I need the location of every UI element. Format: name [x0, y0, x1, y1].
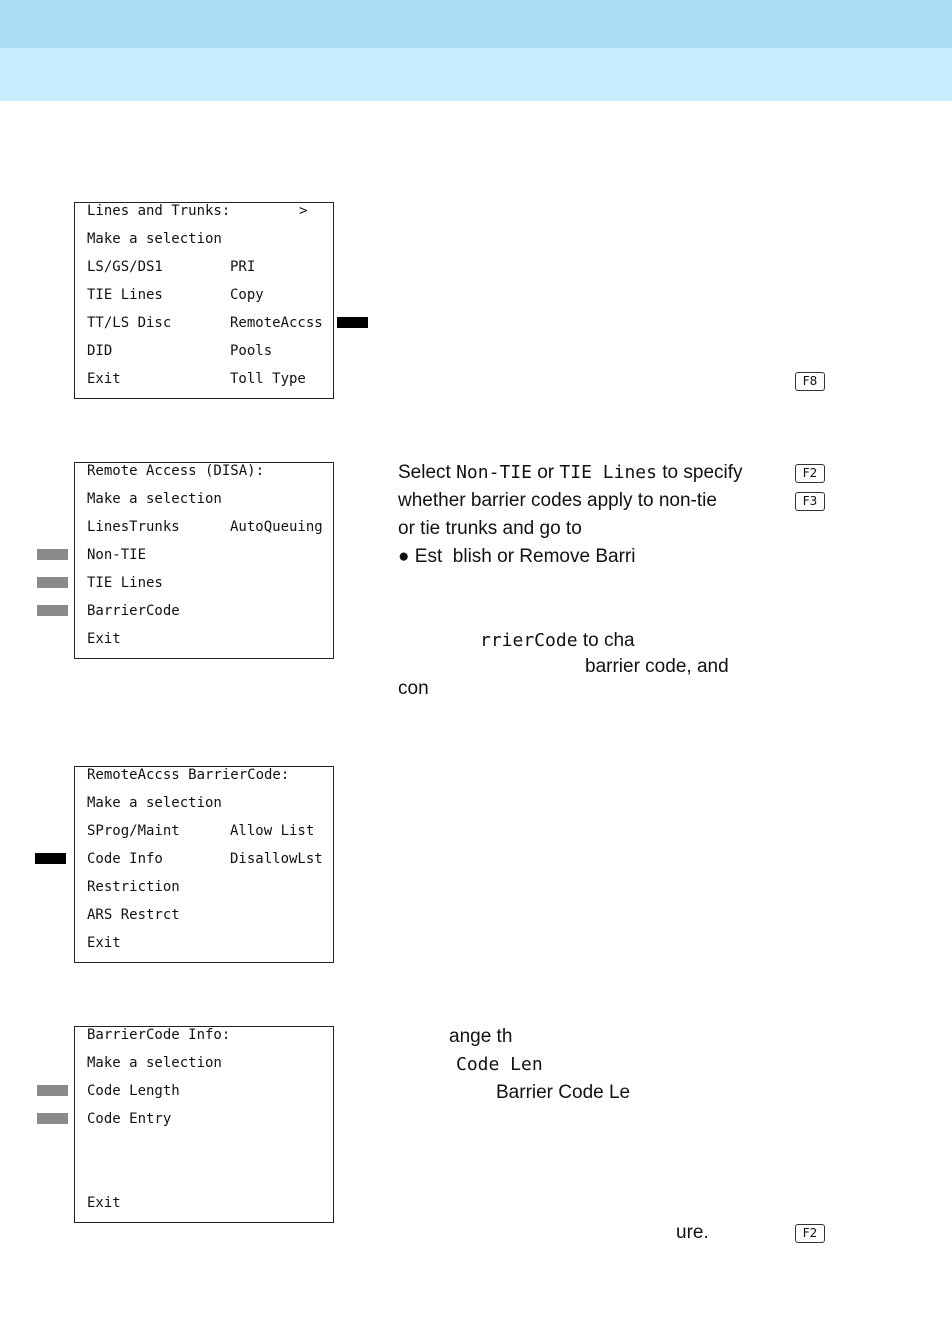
f2-key-icon-bottom: F2 [795, 1224, 825, 1243]
menu-item-remoteaccss[interactable]: RemoteAccss [230, 315, 323, 331]
key-code-entry[interactable] [37, 1113, 68, 1124]
menu-item-disallowlst[interactable]: DisallowLst [230, 851, 323, 867]
more-arrow: > [299, 203, 308, 219]
lines-trunks-screen: Lines and Trunks:> Make a selection LS/G… [74, 202, 334, 399]
screen-prompt: Make a selection [87, 1055, 222, 1071]
fragment-con: con [398, 678, 429, 699]
screen-title: RemoteAccss BarrierCode: [87, 767, 290, 783]
menu-item-toll-type[interactable]: Toll Type [230, 371, 306, 387]
selected-key-code-info[interactable] [35, 853, 66, 864]
key-barriercode[interactable] [37, 605, 68, 616]
instruction-line-1: Select Non-TIE or TIE Lines to specify [398, 462, 743, 483]
menu-item-code-entry[interactable]: Code Entry [87, 1111, 172, 1127]
menu-item-non-tie[interactable]: Non-TIE [87, 547, 147, 563]
header-band-bottom [0, 48, 952, 101]
menu-item-barriercode[interactable]: BarrierCode [87, 603, 180, 619]
instruction-line-4: ● Est blish or Remove Barri [398, 546, 636, 567]
code-tie-lines: TIE Lines [559, 462, 657, 483]
fragment-rriercode: rrierCode to cha [480, 630, 635, 651]
f2-key-icon: F2 [795, 464, 825, 483]
menu-item-pools[interactable]: Pools [230, 343, 273, 359]
bullet-icon: ● [398, 546, 410, 567]
key-code-length[interactable] [37, 1085, 68, 1096]
screen-title: BarrierCode Info: [87, 1027, 231, 1043]
key-non-tie[interactable] [37, 549, 68, 560]
menu-item-pri[interactable]: PRI [230, 259, 256, 275]
fragment-code-len: Code Len [456, 1054, 543, 1075]
fragment-barrier-code-le: Barrier Code Le [496, 1082, 631, 1103]
screen-prompt: Make a selection [87, 231, 222, 247]
fragment-ure: ure. [676, 1222, 709, 1243]
menu-item-exit[interactable]: Exit [87, 1195, 121, 1211]
selected-key-remoteaccss[interactable] [337, 317, 368, 328]
screen-prompt: Make a selection [87, 795, 222, 811]
screen-title: Lines and Trunks:> [87, 203, 308, 219]
screen-prompt: Make a selection [87, 491, 222, 507]
menu-item-exit[interactable]: Exit [87, 631, 121, 647]
menu-item-ars-restrct[interactable]: ARS Restrct [87, 907, 180, 923]
f3-key-icon: F3 [795, 492, 825, 511]
code-non-tie: Non-TIE [456, 462, 532, 483]
menu-item-tie-lines[interactable]: TIE Lines [87, 575, 163, 591]
fragment-ange-th: ange th [449, 1026, 513, 1047]
menu-item-code-length[interactable]: Code Length [87, 1083, 180, 1099]
instruction-line-2: whether barrier codes apply to non-tie [398, 490, 717, 511]
remote-access-screen: Remote Access (DISA): Make a selection L… [74, 462, 334, 659]
code-info-screen: BarrierCode Info: Make a selection Code … [74, 1026, 334, 1223]
menu-item-exit[interactable]: Exit [87, 935, 121, 951]
barrier-code-screen: RemoteAccss BarrierCode: Make a selectio… [74, 766, 334, 963]
screen-title: Remote Access (DISA): [87, 463, 265, 479]
f8-key-icon: F8 [795, 372, 825, 391]
header-band-top [0, 0, 952, 48]
menu-item-restriction[interactable]: Restriction [87, 879, 180, 895]
instruction-line-3: or tie trunks and go to [398, 518, 582, 539]
menu-item-autoqueuing[interactable]: AutoQueuing [230, 519, 323, 535]
fragment-barrier-code-and: barrier code, and [585, 656, 729, 677]
menu-item-copy[interactable]: Copy [230, 287, 264, 303]
key-tie-lines[interactable] [37, 577, 68, 588]
menu-item-allow-list[interactable]: Allow List [230, 823, 315, 839]
